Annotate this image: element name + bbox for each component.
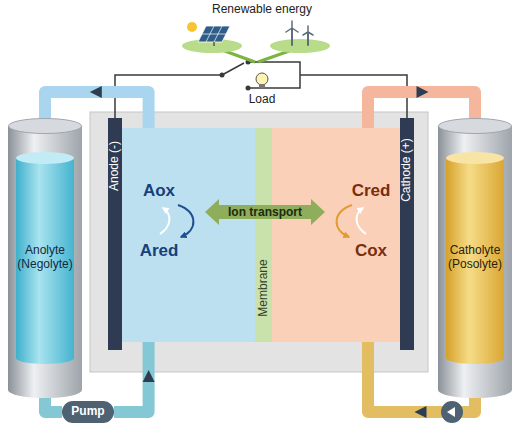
source-platform: [270, 39, 330, 53]
flow-arrow: [417, 86, 429, 98]
source-connectors: [222, 50, 292, 62]
half-cell: AoxAred: [122, 128, 255, 342]
load-label: Load: [249, 92, 276, 106]
storage-tank: Anolyte (Negolyte): [8, 118, 82, 398]
ion-transport-label: Ion transport: [228, 205, 302, 219]
anode-electrode: Anode (-): [108, 118, 122, 350]
pump-symbol: [441, 401, 463, 423]
node-text: Aox: [143, 181, 175, 201]
flow-arrow: [90, 86, 102, 98]
half-cell: CredCox: [272, 128, 400, 342]
cathode-electrode: Cathode (+): [400, 118, 414, 350]
pipe-connector: [45, 398, 62, 412]
pipe-connector: [114, 342, 149, 412]
flow-arrow: [143, 370, 155, 382]
node-text: Anolyte (Negolyte): [12, 244, 78, 272]
cell-housing: [90, 112, 428, 372]
node-text: Cred: [352, 181, 391, 201]
source-label: Renewable energy: [212, 2, 312, 16]
node-text: Cox: [355, 241, 387, 261]
wind-turbine-icon: [286, 21, 313, 45]
node-text: Cathode (+): [400, 138, 414, 202]
switch-contacts: [220, 60, 251, 91]
node-text: Membrane: [257, 259, 271, 316]
pump: Pump: [62, 401, 114, 423]
flow-arrow: [415, 406, 427, 418]
solar-panel-icon: [187, 22, 230, 46]
bulb-icon: [256, 73, 268, 88]
node-text: Anode (-): [108, 141, 122, 191]
node-text: Catholyte (Posolyte): [442, 244, 508, 272]
node-text: Pump: [71, 405, 104, 419]
storage-tank: Catholyte (Posolyte): [438, 118, 512, 398]
node-text: Ared: [140, 241, 179, 261]
membrane: Membrane: [255, 128, 272, 342]
